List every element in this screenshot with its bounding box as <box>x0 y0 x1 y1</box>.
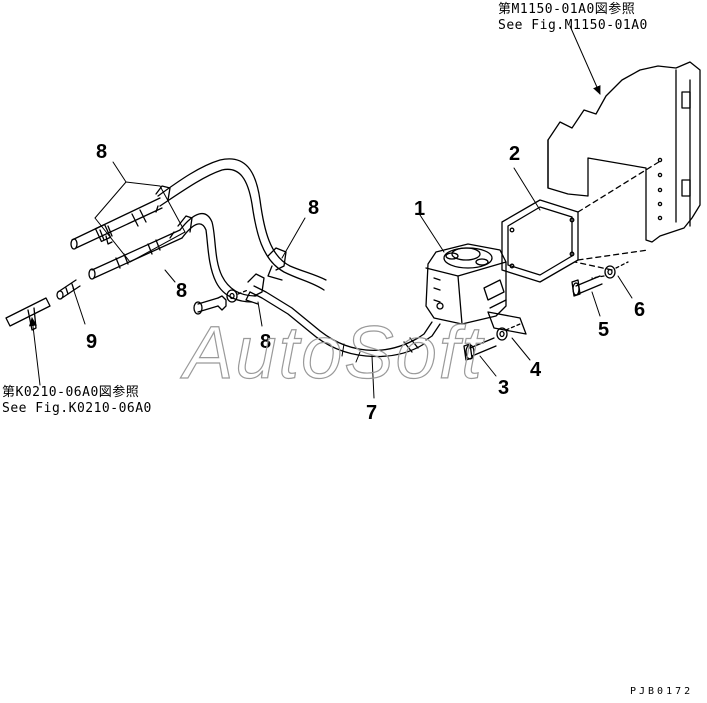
ref-left-en: See Fig.K0210-06A0 <box>2 401 152 416</box>
ref-left-jp: 第K0210-06A0図参照 <box>2 385 140 400</box>
bolt-washer-left <box>193 289 249 315</box>
callout-8-top: 8 <box>96 141 107 163</box>
ref-top-right-en: See Fig.M1150-01A0 <box>498 18 648 33</box>
frame-structure <box>547 61 701 243</box>
t-fitting <box>5 297 51 331</box>
mounting-plate <box>501 159 663 283</box>
leader-lines <box>28 25 633 399</box>
callout-5: 5 <box>598 319 609 341</box>
lower-hose <box>88 212 257 303</box>
ref-top-right-jp: 第M1150-01A0図参照 <box>498 2 636 17</box>
callout-2: 2 <box>509 143 520 165</box>
callout-4: 4 <box>530 359 542 381</box>
callout-1: 1 <box>414 198 425 220</box>
callout-8-lower: 8 <box>176 280 187 302</box>
bolt-washer-plate <box>571 261 629 297</box>
drawing-code: PJB0172 <box>630 686 694 697</box>
callout-8-right: 8 <box>308 197 319 219</box>
reservoir-tank <box>417 243 527 341</box>
callout-3: 3 <box>498 377 509 399</box>
connector-part9 <box>56 279 81 300</box>
callout-8-mid: 8 <box>260 331 271 353</box>
callout-9: 9 <box>86 331 97 353</box>
callout-7: 7 <box>366 402 377 424</box>
bolt-washer-tank <box>463 323 521 361</box>
watermark: AutoSoft <box>180 311 485 394</box>
callout-6: 6 <box>634 299 645 321</box>
upper-hose <box>70 158 327 291</box>
overflow-hose <box>249 285 425 363</box>
